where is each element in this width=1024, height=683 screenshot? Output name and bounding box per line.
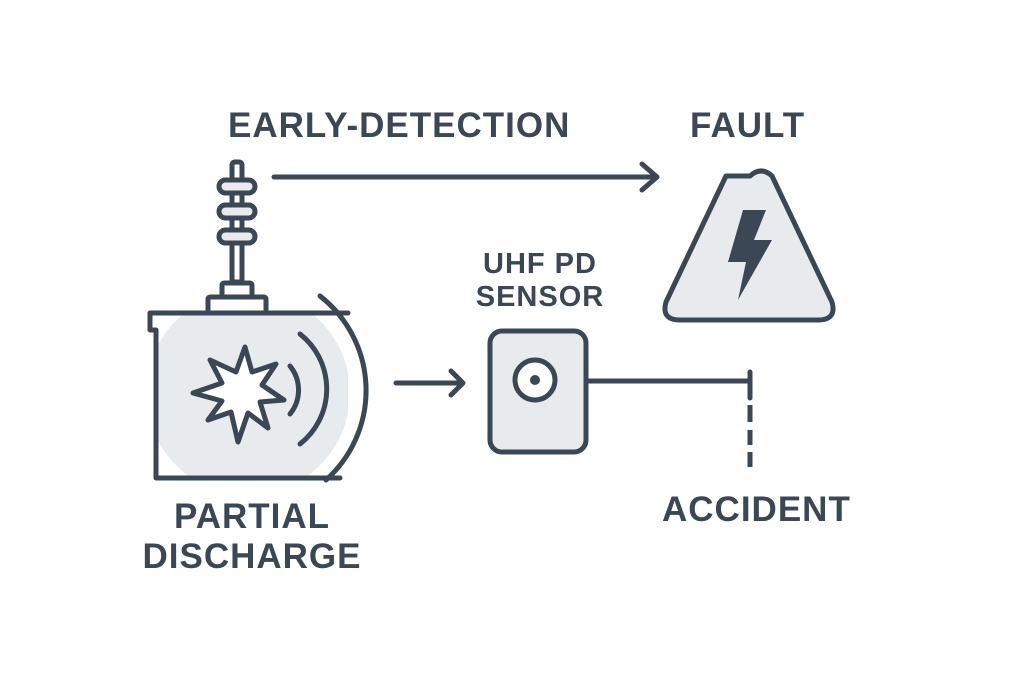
lightning-bolt-icon [728,210,772,300]
accident-label: ACCIDENT [662,490,851,529]
sensor-label-line1: UHF PD [483,248,597,280]
sensor-label-line2: SENSOR [475,281,605,314]
discharge-to-sensor-arrow [393,368,466,398]
early-detection-label: EARLY-DETECTION [228,106,571,145]
signal-wave-icon [287,293,369,483]
partial-discharge-line2: DISCHARGE [142,537,362,577]
partial-discharge-label: PARTIAL DISCHARGE [130,497,374,578]
transformer-icon [147,159,351,481]
sensor-label: UHF PD SENSOR [460,248,620,315]
sensor-cable [585,369,753,401]
fault-label: FAULT [690,106,806,145]
partial-discharge-line1: PARTIAL [173,497,331,536]
spark-icon [190,344,287,445]
sensor-icon [487,328,589,455]
early-detection-arrow [271,161,660,193]
